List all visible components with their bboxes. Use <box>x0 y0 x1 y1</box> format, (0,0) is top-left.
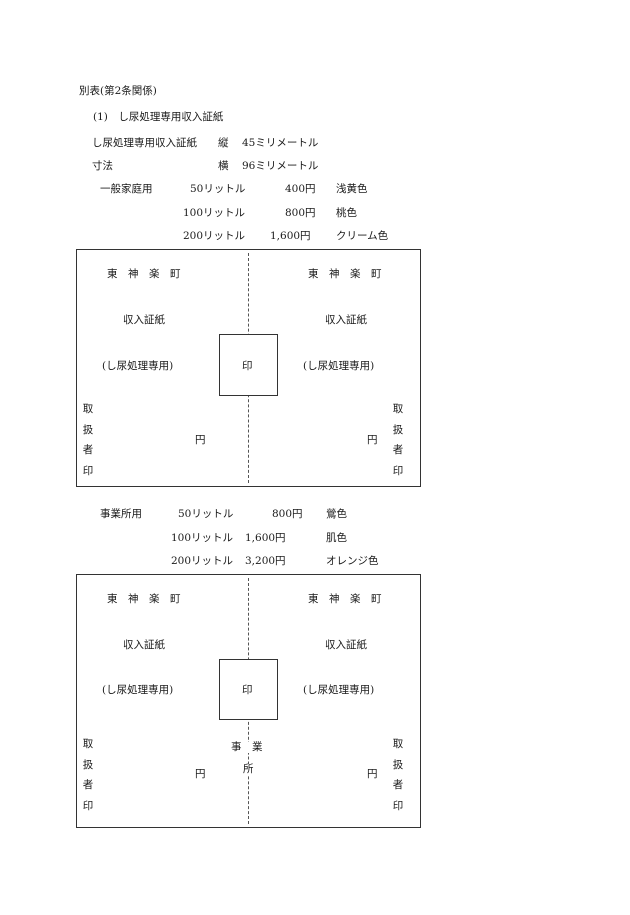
stamp-subtitle-right: (し尿処理専用) <box>303 360 375 372</box>
town-name-left: 東 神 楽 町 <box>107 268 181 280</box>
handler-seal-right: 取扱者印 <box>392 738 404 812</box>
household-category: 一般家庭用 <box>100 183 153 195</box>
yen-label-right: 円 <box>367 768 378 780</box>
household-price: 1,600円 <box>270 230 311 242</box>
stamp-diagram-business <box>76 574 421 828</box>
household-price: 800円 <box>285 207 316 219</box>
dimension-label-2: 寸法 <box>92 160 113 172</box>
business-price: 1,600円 <box>245 532 286 544</box>
business-volume: 200リットル <box>171 555 234 567</box>
vertical-value: 45ミリメートル <box>242 137 319 149</box>
household-color: 桃色 <box>336 207 357 219</box>
stamp-title-right: 収入証紙 <box>325 639 367 651</box>
business-office-label-2: 所 <box>242 763 255 775</box>
business-color: 鶯色 <box>326 508 347 520</box>
seal-box <box>219 334 278 396</box>
business-volume: 50リットル <box>178 508 234 520</box>
business-color: 肌色 <box>326 532 347 544</box>
stamp-title-right: 収入証紙 <box>325 314 367 326</box>
business-office-label: 事 業 <box>230 741 264 753</box>
yen-label-right: 円 <box>367 434 378 446</box>
town-name-left: 東 神 楽 町 <box>107 593 181 605</box>
household-color: 浅黄色 <box>336 183 368 195</box>
business-price: 800円 <box>272 508 303 520</box>
stamp-subtitle-right: (し尿処理専用) <box>303 684 375 696</box>
stamp-diagram-household <box>76 249 421 487</box>
seal-label: 印 <box>242 684 253 696</box>
household-price: 400円 <box>285 183 316 195</box>
handler-seal-left: 取扱者印 <box>82 403 94 477</box>
business-volume: 100リットル <box>171 532 234 544</box>
household-volume: 100リットル <box>183 207 246 219</box>
stamp-subtitle-left: (し尿処理専用) <box>102 684 174 696</box>
stamp-title-left: 収入証紙 <box>123 639 165 651</box>
yen-label-left: 円 <box>195 434 206 446</box>
page-heading: 別表(第2条関係) <box>79 85 157 97</box>
business-color: オレンジ色 <box>326 555 379 567</box>
handler-seal-right: 取扱者印 <box>392 403 404 477</box>
section-title: (1) し尿処理専用収入証紙 <box>93 111 224 123</box>
seal-box <box>219 659 278 720</box>
household-volume: 200リットル <box>183 230 246 242</box>
handler-seal-left: 取扱者印 <box>82 738 94 812</box>
town-name-right: 東 神 楽 町 <box>308 593 382 605</box>
dimension-label: し尿処理専用収入証紙 <box>92 137 197 149</box>
town-name-right: 東 神 楽 町 <box>308 268 382 280</box>
yen-label-left: 円 <box>195 768 206 780</box>
household-volume: 50リットル <box>190 183 246 195</box>
seal-label: 印 <box>242 360 253 372</box>
stamp-subtitle-left: (し尿処理専用) <box>102 360 174 372</box>
vertical-label: 縦 <box>218 137 229 149</box>
horizontal-label: 横 <box>218 160 229 172</box>
stamp-title-left: 収入証紙 <box>123 314 165 326</box>
household-color: クリーム色 <box>336 230 389 242</box>
business-category: 事業所用 <box>100 508 142 520</box>
business-price: 3,200円 <box>245 555 286 567</box>
horizontal-value: 96ミリメートル <box>242 160 319 172</box>
